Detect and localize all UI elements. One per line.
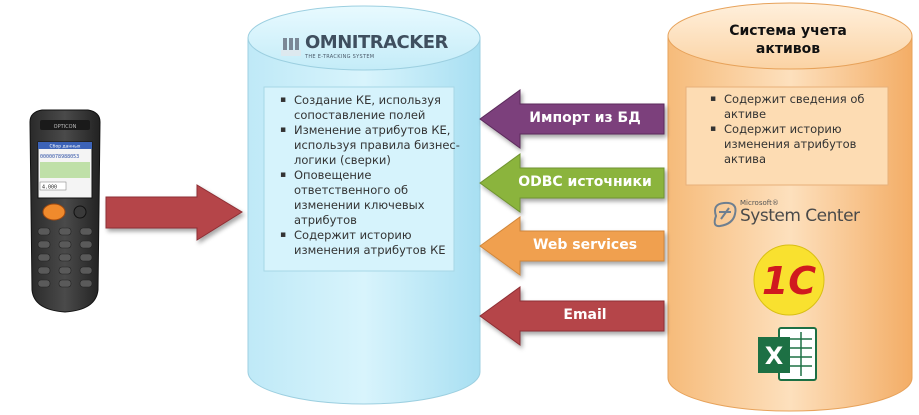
- scanner-to-omnitracker-arrow: [105, 184, 243, 241]
- excel-logo: X: [758, 327, 817, 381]
- omnitracker-logo-text: OMNITRACKER: [305, 32, 448, 53]
- onec-text: 1С: [762, 259, 816, 303]
- arrow-email-label: Email: [563, 307, 607, 323]
- asset-system-feature-item: Содержит сведения об активе: [710, 92, 900, 122]
- omnitracker-feature-item: Изменение атрибутов КЕ, используя правил…: [280, 123, 466, 168]
- scanner-device: OPTICON Сбор данных 0000078988053 4.000: [29, 109, 101, 313]
- arrow-web-services: [479, 216, 665, 276]
- onec-logo: 1С: [753, 244, 825, 316]
- asset-system-feature-item: Содержит историю изменения атрибутов акт…: [710, 122, 900, 167]
- scan-button: [42, 203, 66, 221]
- omnitracker-feature-item: Создание КЕ, используя сопоставление пол…: [280, 93, 466, 123]
- omnitracker-logo: OMNITRACKER THE E-TRACKING SYSTEM: [305, 33, 455, 61]
- svg-text:4.000: 4.000: [42, 185, 57, 191]
- omnitracker-tagline: THE E-TRACKING SYSTEM: [305, 54, 375, 60]
- omnitracker-features-list: Создание КЕ, используя сопоставление пол…: [276, 93, 466, 258]
- system-center-logo: Microsoft® System Center: [740, 199, 870, 225]
- svg-text:0000078988053: 0000078988053: [40, 154, 79, 160]
- arrow-web-services-label: Web services: [532, 237, 638, 253]
- asset-system-features-list: Содержит сведения об активе Содержит ист…: [706, 92, 900, 167]
- system-center-brand-small: Microsoft®: [740, 199, 779, 207]
- scanner-brand: OPTICON: [54, 124, 77, 130]
- arrow-import-db-label: Импорт из БД: [529, 110, 641, 126]
- system-center-logo-icon: [713, 201, 737, 228]
- arrow-import-db: [479, 89, 665, 149]
- omnitracker-feature-item: Оповещение ответственного об изменении к…: [280, 168, 466, 228]
- system-center-brand-big: System Center: [740, 206, 860, 226]
- svg-text:Сбор данных: Сбор данных: [50, 144, 81, 150]
- omnitracker-feature-item: Содержит историю изменения атрибутов КЕ: [280, 228, 466, 258]
- arrow-odbc-label: ODBC источники: [518, 174, 652, 190]
- omnitracker-logo-icon: [281, 38, 301, 56]
- arrow-odbc: [479, 153, 665, 213]
- arrow-email: [479, 286, 665, 346]
- asset-system-title: Система учета активов: [729, 23, 847, 57]
- excel-letter: X: [765, 342, 784, 370]
